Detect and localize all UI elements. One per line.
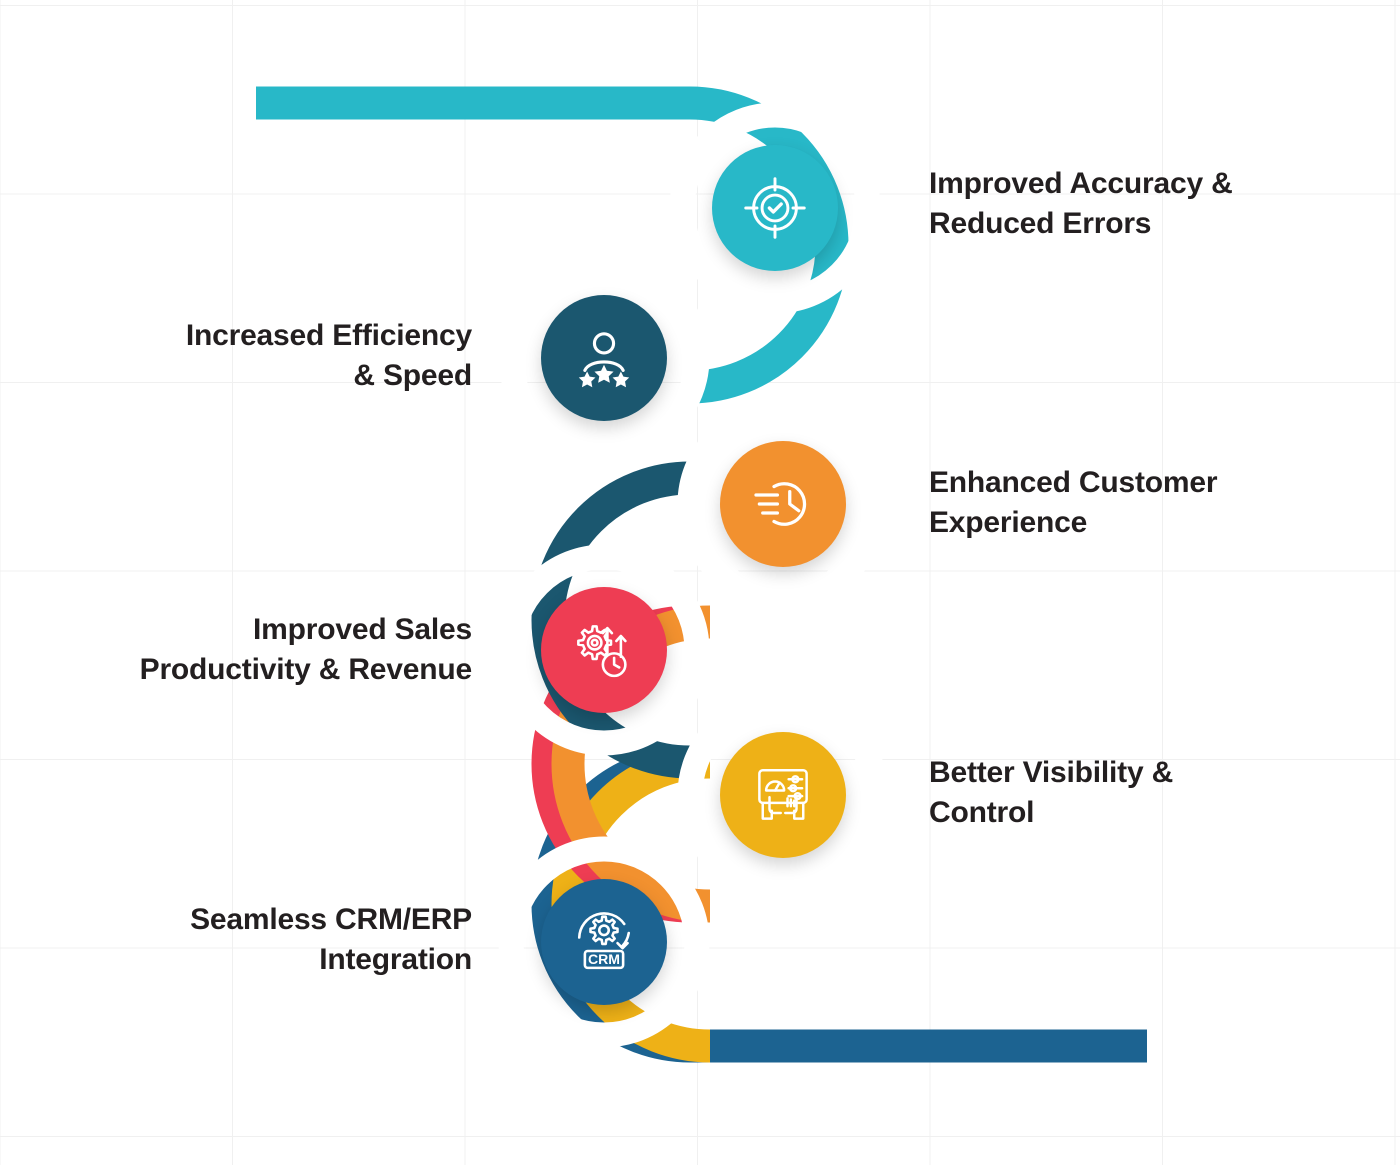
crm-icon-text: CRM [588, 951, 620, 967]
label-enhanced-customer-experience: Enhanced Customer Experience [929, 463, 1309, 543]
label-seamless-crm-erp-integration: Seamless CRM/ERP Integration [92, 900, 472, 980]
label-better-visibility-control: Better Visibility & Control [929, 753, 1309, 833]
label-line-2: Integration [319, 942, 472, 976]
icon-disc-improved-sales-productivity[interactable] [541, 587, 667, 713]
label-line-1: Improved Accuracy & [929, 167, 1233, 200]
fast-clock-icon [747, 468, 819, 540]
dashboard-tablet-hands-icon [747, 759, 819, 831]
icon-disc-enhanced-customer-experience[interactable] [720, 441, 846, 567]
label-line-1: Increased Efficiency [185, 319, 472, 352]
icon-disc-seamless-crm-erp-integration[interactable]: CRM [541, 879, 667, 1005]
label-line-2: & Speed [353, 358, 472, 392]
label-line-1: Improved Sales [253, 613, 472, 646]
label-line-2: Experience [929, 505, 1088, 539]
label-line-2: Productivity & Revenue [139, 652, 473, 686]
crm-gear-sync-icon: CRM [568, 906, 640, 978]
person-stars-rating-icon [568, 322, 640, 394]
target-check-icon [739, 172, 811, 244]
icon-disc-better-visibility-control[interactable] [720, 732, 846, 858]
label-line-1: Better Visibility & [929, 756, 1174, 789]
gear-arrows-growth-icon [568, 614, 640, 686]
label-line-1: Enhanced Customer [929, 466, 1218, 499]
label-improved-accuracy: Improved Accuracy & Reduced Errors [929, 164, 1309, 244]
ring-inner-gaps [498, 102, 889, 1048]
icon-disc-improved-accuracy[interactable] [712, 145, 838, 271]
icon-disc-increased-efficiency[interactable] [541, 295, 667, 421]
label-line-2: Control [929, 795, 1035, 829]
label-increased-efficiency: Increased Efficiency & Speed [92, 316, 472, 396]
label-line-2: Reduced Errors [929, 206, 1152, 240]
label-improved-sales-productivity: Improved Sales Productivity & Revenue [92, 610, 473, 690]
label-line-1: Seamless CRM/ERP [190, 903, 472, 936]
